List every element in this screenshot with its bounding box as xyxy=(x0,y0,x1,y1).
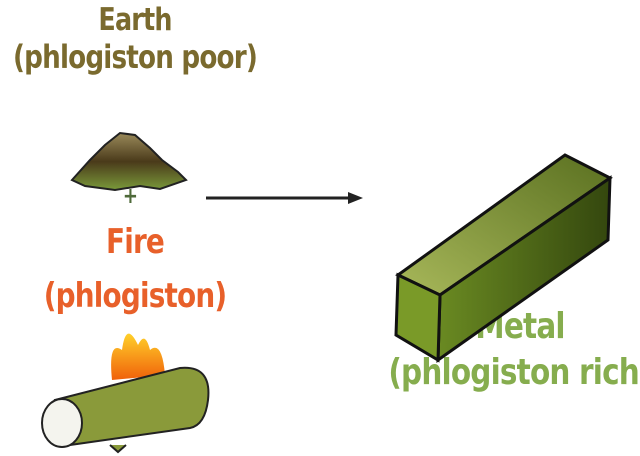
metal-subtitle: (phlogiston rich) xyxy=(388,352,640,393)
fire-subtitle: (phlogiston) xyxy=(43,276,227,316)
plus-sign: + xyxy=(122,184,138,209)
metal-bar-icon xyxy=(394,153,613,363)
earth-title: Earth xyxy=(98,2,172,38)
arrow-icon xyxy=(206,192,363,204)
burning-log-icon xyxy=(41,333,210,454)
earth-subtitle: (phlogiston poor) xyxy=(12,38,258,76)
fire-title: Fire xyxy=(106,222,165,262)
earth-pile-icon xyxy=(70,131,188,192)
